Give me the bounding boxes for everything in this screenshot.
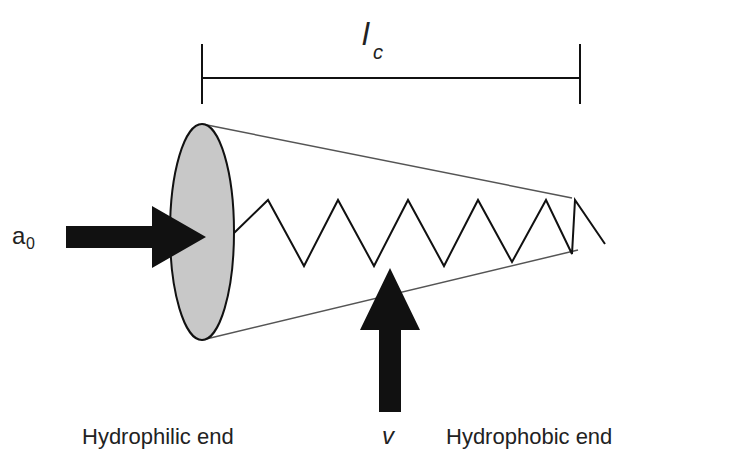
dimension-subscript: c [373, 42, 383, 62]
area-symbol: a [12, 224, 25, 248]
end-label: Hydrophobic end [446, 426, 612, 448]
head-area-arrow [66, 206, 206, 268]
dimension-symbol: l [362, 18, 369, 50]
hydrophobic-tail [233, 200, 605, 266]
area-subscript: 0 [26, 236, 35, 252]
volume-arrow [360, 268, 420, 412]
dimension-bar [202, 44, 580, 104]
end-label: Hydrophilic end [82, 426, 234, 448]
volume-symbol: v [382, 424, 394, 448]
